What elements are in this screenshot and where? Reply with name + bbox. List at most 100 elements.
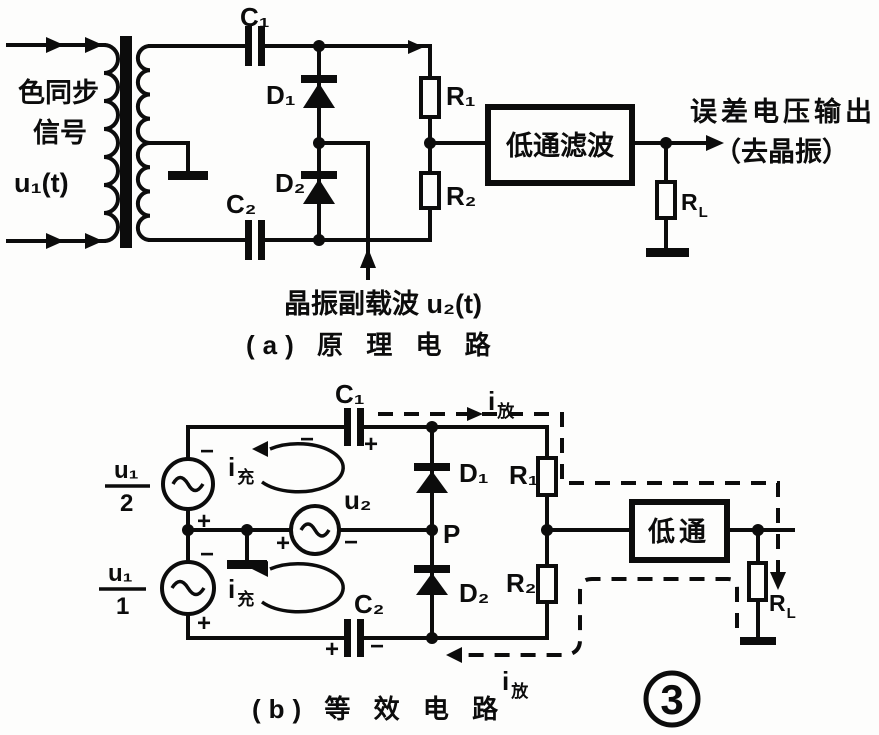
res1-label: R₁	[446, 81, 476, 111]
src-top-label: u₁ 2	[105, 457, 150, 517]
polarity-minus: −	[300, 426, 314, 453]
source-column	[160, 425, 216, 640]
dashed-wire	[378, 412, 780, 576]
node-dot	[426, 632, 438, 644]
cap2-label-b: C₂	[354, 589, 384, 619]
load-res-label: RL	[681, 189, 708, 221]
src-top-den: 2	[120, 490, 133, 517]
polarity-plus: +	[325, 636, 339, 663]
res2-label: R₂	[446, 181, 476, 211]
input-lines	[6, 37, 106, 249]
figure-number-badge: 3	[643, 670, 701, 728]
circle-icon	[643, 670, 701, 728]
input-signal-label: u₁(t)	[14, 168, 69, 198]
diode-branch-b	[414, 421, 450, 644]
node-p-label: P	[443, 519, 460, 549]
output-label-line2: （去晶振）	[714, 137, 849, 167]
capacitor-c2	[245, 220, 265, 260]
capacitor-plate	[357, 408, 364, 446]
loop-arrow	[260, 562, 345, 614]
wire	[263, 206, 432, 242]
diode-d1-icon	[416, 471, 448, 493]
diode-d2-icon	[416, 573, 448, 595]
polarity-minus: −	[344, 529, 358, 556]
arrow-right-icon	[46, 233, 64, 249]
capacitor-plate	[258, 26, 265, 66]
discharge-path-top	[378, 407, 786, 590]
sine-icon	[170, 579, 206, 597]
diode2-label-b: D₂	[459, 578, 489, 608]
sine-icon	[171, 475, 205, 493]
lowpass-filter-label: 低通滤波	[505, 131, 615, 161]
diode-d2-icon	[303, 179, 335, 204]
capacitor-plate	[245, 26, 252, 66]
src-bottom-den: 1	[116, 593, 129, 620]
polarity-minus: −	[200, 541, 214, 568]
arrow-right-icon	[408, 40, 424, 54]
arrow-left-icon	[252, 441, 268, 457]
wire	[362, 600, 549, 640]
src-bottom-num: u₁	[108, 560, 133, 587]
node-dot	[313, 40, 325, 52]
transformer-primary-coil	[101, 42, 120, 244]
arrow-right-icon	[85, 37, 103, 53]
lowpass-filter-box	[485, 104, 635, 186]
resistor-rl-icon	[747, 561, 768, 602]
diode-d2-bar	[301, 171, 337, 179]
capacitor-plate	[344, 619, 351, 657]
arrow-right-icon	[85, 233, 103, 249]
resistor-r1-icon	[536, 456, 558, 497]
capacitor-c2-b	[344, 619, 364, 657]
output-branch-b	[725, 524, 795, 645]
transformer	[101, 36, 208, 248]
load-res-label-b: RL	[769, 590, 796, 622]
wire	[317, 141, 370, 280]
src-mid-label: u₂	[344, 485, 371, 515]
node-dot	[426, 524, 438, 536]
polarity-plus: +	[197, 610, 211, 637]
capacitor-c1-b	[344, 408, 364, 446]
capacitor-plate	[344, 408, 351, 446]
cap1-label-b: C₁	[335, 379, 365, 409]
src-bottom-label: u₁ 1	[99, 560, 146, 620]
arrow-up-icon	[360, 248, 376, 268]
arrow-left-icon	[446, 647, 462, 663]
node-dot	[426, 421, 438, 433]
diode-d2-bar	[414, 565, 450, 573]
figure-number: 3	[660, 676, 683, 723]
capacitor-plate	[357, 619, 364, 657]
ground-icon	[740, 637, 776, 645]
polarity-plus: +	[364, 431, 378, 458]
resistor-r2-icon	[536, 564, 558, 604]
sine-icon	[299, 522, 331, 538]
subcarrier-injection	[317, 141, 376, 280]
subcarrier-label: 晶振副载波 u₂(t)	[284, 289, 482, 319]
caption-b: (b) 等 效 电 路	[252, 694, 506, 724]
diode-d1-bar	[301, 75, 337, 83]
capacitor-plate	[258, 220, 265, 260]
discharge-path-bottom	[446, 577, 739, 663]
diode-d1-bar	[414, 463, 450, 471]
lowpass-box-b	[629, 499, 730, 563]
mid-branch	[186, 504, 434, 569]
polarity-minus: −	[200, 438, 214, 465]
diode1-label: D₁	[266, 80, 296, 110]
ground-icon	[646, 248, 689, 257]
charge-loop-bottom	[252, 561, 345, 614]
input-label-line2: 信号	[33, 118, 87, 148]
capacitor-c1	[245, 26, 265, 66]
diode2-label: D₂	[275, 168, 305, 198]
caption-a: (a) 原 理 电 路	[246, 330, 499, 360]
resistor-r1-icon	[419, 76, 441, 119]
arrow-right-icon	[467, 407, 483, 421]
cap1-label: C₁	[240, 2, 270, 32]
src-top-num: u₁	[114, 457, 139, 484]
capacitor-plate	[245, 220, 252, 260]
resistor-r2-icon	[419, 171, 441, 210]
res1-label-b: R₁	[509, 460, 539, 490]
